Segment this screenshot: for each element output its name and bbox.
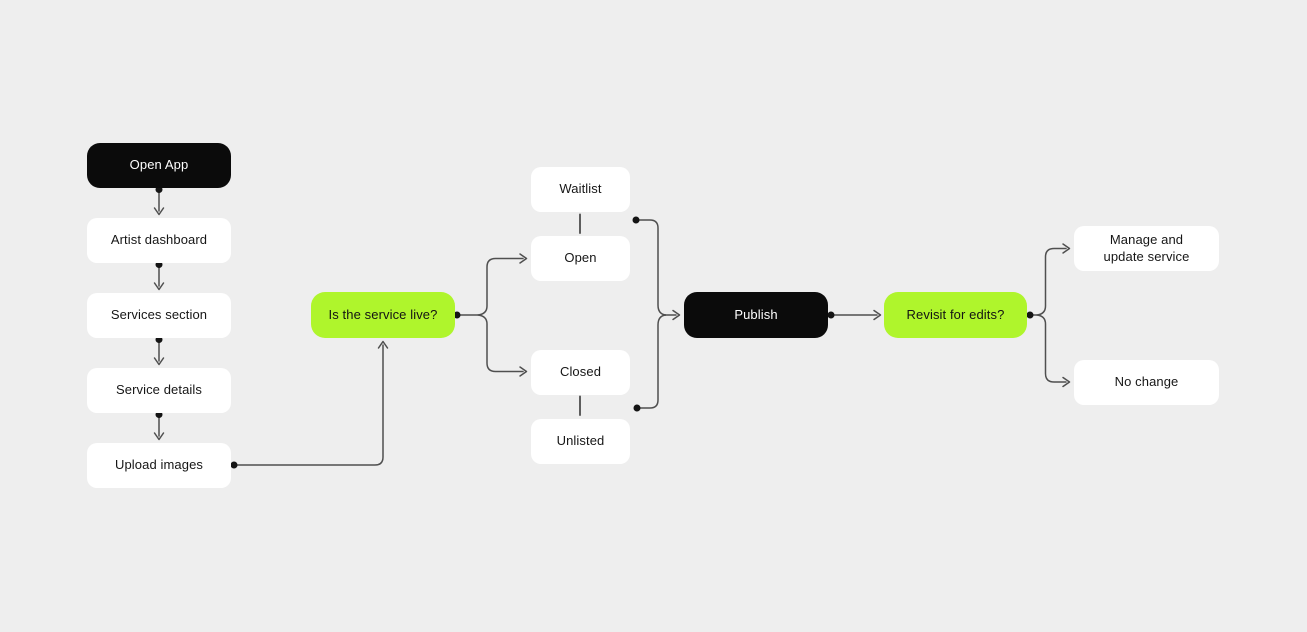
node-revisit-for-edits-label: Revisit for edits? [906,306,1005,322]
node-open[interactable]: Open [531,236,630,281]
node-artist-dashboard[interactable]: Artist dashboard [87,218,231,263]
node-no-change-label: No change [1114,374,1179,390]
edge-service-details-to-upload-images [153,416,165,441]
node-open-app[interactable]: Open App [87,143,231,188]
node-upload-images-label: Upload images [114,457,203,473]
node-closed[interactable]: Closed [531,350,630,395]
edge-upload-images-to-is-service-live [236,340,389,466]
node-artist-dashboard-label: Artist dashboard [110,232,208,248]
edge-closed-group-to-publish [639,314,667,409]
edge-publish-to-revisit [833,309,882,321]
edge-merge-to-publish-arrow [664,309,681,321]
node-services-section-label: Services section [110,307,208,323]
node-open-label: Open [564,250,597,266]
edge-artist-dashboard-to-services-section [153,266,165,291]
node-publish[interactable]: Publish [684,292,828,338]
node-unlisted[interactable]: Unlisted [531,419,630,464]
node-upload-images[interactable]: Upload images [87,443,231,488]
edge-revisit-to-manage-update [1032,243,1071,316]
node-manage-update-service-label: Manage and update service [1103,232,1190,264]
node-is-service-live[interactable]: Is the service live? [311,292,455,338]
node-waitlist-label: Waitlist [559,181,602,197]
node-services-section[interactable]: Services section [87,293,231,338]
node-unlisted-label: Unlisted [556,433,605,449]
edge-open-group-to-publish [638,219,667,316]
node-service-details-label: Service details [115,382,203,398]
node-closed-label: Closed [559,364,602,380]
node-publish-label: Publish [734,306,778,322]
node-service-details[interactable]: Service details [87,368,231,413]
node-waitlist[interactable]: Waitlist [531,167,630,212]
node-manage-update-service[interactable]: Manage and update service [1074,226,1219,271]
edge-services-section-to-service-details [153,341,165,366]
node-revisit-for-edits[interactable]: Revisit for edits? [884,292,1027,338]
node-open-app-label: Open App [129,157,189,173]
edge-is-service-live-to-closed [477,314,528,377]
edge-is-service-live-to-open [459,253,528,316]
node-is-service-live-label: Is the service live? [328,306,438,322]
node-no-change[interactable]: No change [1074,360,1219,405]
edge-open-app-to-artist-dashboard [153,191,165,216]
edge-revisit-to-no-change [1036,314,1071,388]
